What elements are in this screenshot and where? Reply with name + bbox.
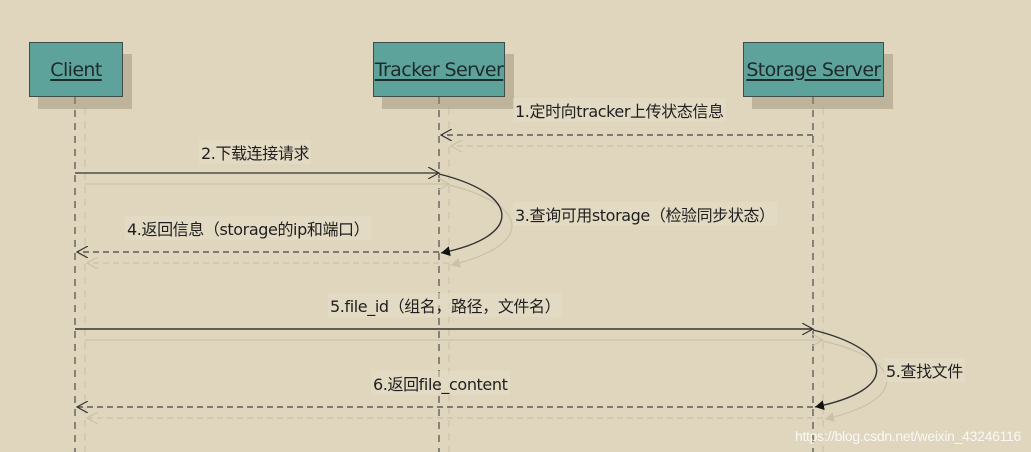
message-label-2: 2.下载连接请求 [199, 140, 312, 164]
message-label-6: 6.返回file_content [371, 371, 510, 395]
arrow-step-1 [441, 135, 823, 146]
arrow-step-2 [75, 173, 449, 184]
message-label-4: 4.返回信息（storage的ip和端口） [125, 216, 372, 240]
actor-tracker-server: Tracker Server [373, 42, 505, 97]
self-loop-step-3 [438, 173, 513, 268]
lifeline-tracker [438, 97, 450, 452]
message-label-5b: 5.查找文件 [884, 358, 965, 382]
lifeline-storage [812, 97, 824, 452]
arrow-step-6 [77, 407, 823, 418]
arrow-step-5 [75, 329, 823, 340]
arrow-step-4 [77, 252, 449, 263]
self-loop-step-5b [812, 329, 888, 422]
actor-client: Client [29, 42, 123, 97]
actor-storage-label: Storage Server [746, 58, 881, 81]
watermark-url: https://blog.csdn.net/weixin_43246116 [794, 428, 1021, 444]
message-label-5: 5.file_id（组名，路径，文件名） [328, 293, 563, 317]
message-label-3: 3.查询可用storage（检验同步状态） [513, 202, 777, 226]
lifeline-client [74, 97, 86, 452]
actor-client-label: Client [50, 58, 102, 81]
actor-tracker-label: Tracker Server [374, 58, 504, 81]
actor-storage-server: Storage Server [743, 42, 884, 97]
message-label-1: 1.定时向tracker上传状态信息 [513, 98, 726, 122]
